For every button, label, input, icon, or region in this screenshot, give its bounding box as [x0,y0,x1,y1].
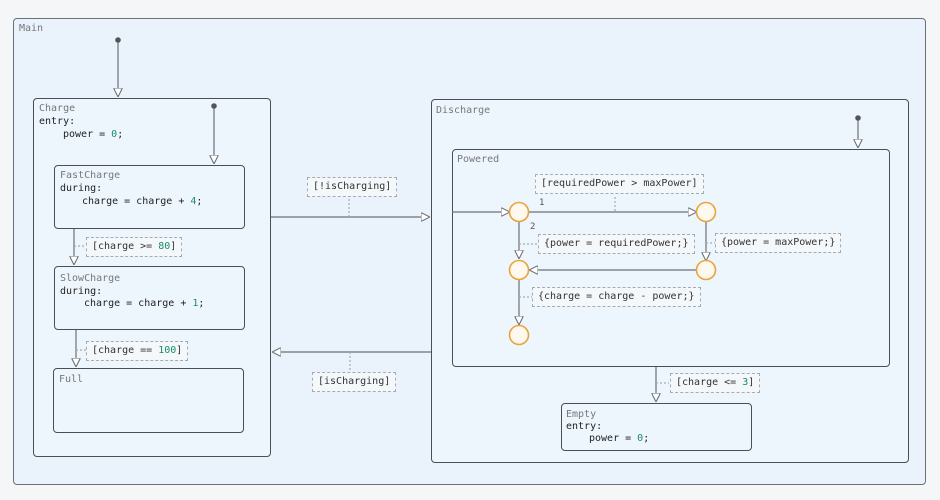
state-full[interactable]: Full [53,368,244,433]
guard-not-charging[interactable]: [!isCharging] [307,177,398,197]
state-charge-name: Charge [39,103,76,114]
action-charge-minus-power[interactable]: {charge = charge - power;} [532,287,701,307]
junction-2[interactable] [695,201,717,223]
junction-1[interactable] [508,201,530,223]
priority-2-label: 2 [530,222,536,232]
guard-required-gt-max[interactable]: [requiredPower > maxPower] [535,174,704,194]
state-slowcharge-during-label: during: [60,286,103,297]
state-discharge-name: Discharge [436,105,491,116]
state-fastcharge-name: FastCharge [60,170,121,181]
state-full-name: Full [59,374,84,385]
default-dot-main [115,37,121,43]
junction-5[interactable] [508,324,530,346]
priority-1-label: 1 [539,198,545,208]
guard-charge-le-3[interactable]: [charge <= 3] [670,373,761,393]
state-empty[interactable]: Empty entry: power = 0; [561,403,752,451]
state-slowcharge[interactable]: SlowCharge during: charge = charge + 1; [54,266,245,330]
state-slowcharge-name: SlowCharge [60,273,121,284]
state-main-name: Main [19,23,44,34]
state-powered-name: Powered [457,154,500,165]
state-charge-entry-action: power = 0; [63,129,124,140]
state-empty-entry-action: power = 0; [589,433,650,444]
state-fastcharge[interactable]: FastCharge during: charge = charge + 4; [54,165,245,229]
junction-4[interactable] [695,259,717,281]
action-power-required[interactable]: {power = requiredPower;} [538,234,695,254]
state-empty-name: Empty [566,409,597,420]
state-charge-entry-label: entry: [39,116,76,127]
guard-is-charging[interactable]: [isCharging] [312,372,397,392]
action-power-max[interactable]: {power = maxPower;} [715,233,842,253]
default-dot-discharge [855,115,861,121]
state-fastcharge-during-label: during: [60,183,103,194]
junction-3[interactable] [508,259,530,281]
state-empty-entry-label: entry: [566,421,603,432]
state-slowcharge-during-action: charge = charge + 1; [84,298,205,309]
state-fastcharge-during-action: charge = charge + 4; [82,196,203,207]
guard-charge-ge-80[interactable]: [charge >= 80] [86,237,183,257]
guard-charge-eq-100[interactable]: [charge == 100] [86,341,189,361]
default-dot-charge [211,103,217,109]
